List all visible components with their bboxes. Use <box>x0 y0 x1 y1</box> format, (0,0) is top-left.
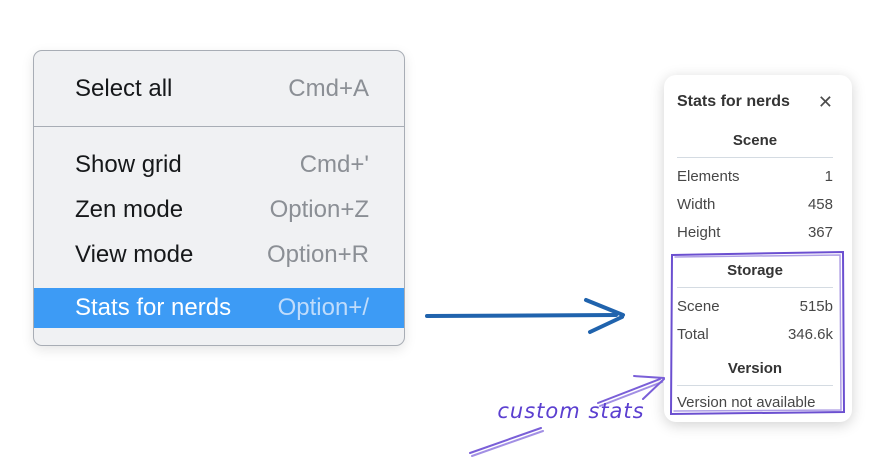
menu-item-label: Stats for nerds <box>75 294 232 321</box>
stat-label: Height <box>677 224 721 241</box>
stat-value: 367 <box>807 224 833 241</box>
menu-item-shortcut: Option+/ <box>277 294 369 321</box>
stat-row-width: Width 458 <box>677 195 833 214</box>
menu-item-label: Show grid <box>75 150 182 178</box>
stats-panel-title: Stats for nerds <box>677 92 790 110</box>
custom-stats-annotation: custom stats <box>497 399 645 423</box>
version-section-header: Version <box>677 359 833 386</box>
menu-item-shortcut: Option+R <box>266 240 369 268</box>
scene-section-header: Scene <box>677 131 833 158</box>
menu-section-bottom: Show grid Cmd+' Zen mode Option+Z View m… <box>34 127 404 345</box>
stat-label: Elements <box>677 168 740 185</box>
stat-row-elements: Elements 1 <box>677 167 833 186</box>
stat-row-height: Height 367 <box>677 223 833 242</box>
menu-item-shortcut: Cmd+' <box>299 150 369 178</box>
stats-panel: Stats for nerds ✕ Scene Elements 1 Width… <box>664 75 852 422</box>
stat-value: 515b <box>799 298 833 315</box>
context-menu: Select all Cmd+A Show grid Cmd+' Zen mod… <box>33 50 405 346</box>
menu-item-stats-for-nerds[interactable]: Stats for nerds Option+/ <box>34 288 404 328</box>
stats-panel-header: Stats for nerds ✕ <box>677 91 833 112</box>
storage-section-header: Storage <box>677 261 833 288</box>
stat-value: 346.6k <box>787 326 833 343</box>
blue-arrow <box>425 298 625 334</box>
menu-item-view-mode[interactable]: View mode Option+R <box>34 232 404 277</box>
stat-label: Scene <box>677 298 720 315</box>
menu-item-zen-mode[interactable]: Zen mode Option+Z <box>34 187 404 232</box>
stat-label: Total <box>677 326 709 343</box>
stat-row-scene-storage: Scene 515b <box>677 297 833 316</box>
menu-item-label: View mode <box>75 240 194 268</box>
menu-item-label: Zen mode <box>75 195 184 223</box>
version-note: Version not available <box>677 394 816 411</box>
menu-separator <box>34 126 404 127</box>
menu-section-top: Select all Cmd+A <box>34 51 404 126</box>
stat-row-total-storage: Total 346.6k <box>677 325 833 344</box>
menu-item-show-grid[interactable]: Show grid Cmd+' <box>34 142 404 187</box>
menu-item-select-all[interactable]: Select all Cmd+A <box>34 51 404 126</box>
menu-item-label: Select all <box>75 74 173 102</box>
stat-value: 458 <box>807 196 833 213</box>
stat-value: 1 <box>824 168 833 185</box>
menu-item-shortcut: Cmd+A <box>288 74 369 102</box>
stat-label: Width <box>677 196 716 213</box>
close-icon[interactable]: ✕ <box>817 91 833 112</box>
menu-item-shortcut: Option+Z <box>269 195 369 223</box>
